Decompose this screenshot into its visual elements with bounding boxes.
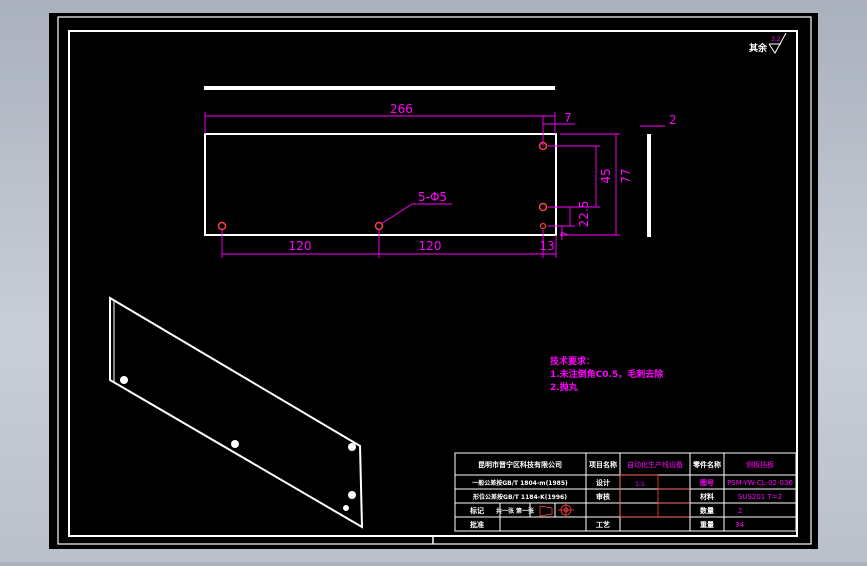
dim-height: 77 [619, 168, 633, 183]
roughness-label: 其余 [749, 42, 768, 54]
tb-sheet-label: 共一张 第一张 [496, 507, 535, 515]
tb-designer-label: 设计 [596, 478, 610, 487]
tb-weight-label: 重量 [700, 520, 714, 529]
mount-hole [539, 222, 547, 230]
dim-edge-bottom: 7 [560, 231, 571, 237]
note-line: 1.未注倒角C0.5，毛刺去除 [550, 368, 664, 380]
tb-std1: 一般公差按GB/T 1804-m(1985) [472, 479, 568, 487]
tb-scale-value: 1:1 [635, 481, 645, 488]
dimension-texts: 266 7 2 45 77 22.5 7 120 120 13 5-Φ5 [289, 102, 677, 253]
note-line: 2.抛丸 [550, 381, 579, 393]
iso-hole [348, 443, 356, 451]
tb-std2: 形位公差按GB/T 1184-K(1996) [473, 493, 567, 501]
front-view [204, 133, 557, 236]
dim-length: 266 [390, 102, 413, 116]
tb-mark-label: 标记 [469, 506, 484, 515]
top-view-plate [204, 86, 555, 90]
tb-name-value: 侧板挡板 [746, 460, 774, 469]
mount-hole [374, 221, 384, 231]
note-heading: 技术要求： [550, 355, 595, 367]
tb-qty-value: 2 [738, 507, 742, 515]
dim-holes-callout: 5-Φ5 [418, 190, 447, 204]
tb-checker-label: 审核 [596, 492, 610, 501]
tb-name-label: 零件名称 [692, 460, 721, 469]
dim-hole-spacing: 45 [599, 168, 613, 183]
dim-span-right: 13 [539, 239, 554, 253]
tb-project-label: 项目名称 [589, 460, 617, 469]
sheet-outer-border [57, 16, 812, 545]
tb-weight-value: 34 [735, 521, 744, 529]
tb-approve-label: 批准 [470, 520, 484, 529]
tb-material-value: SUS201 T=2 [738, 493, 782, 501]
tb-drawing-no-value: PSM-YW-CL-02-036 [727, 479, 793, 487]
dimension-lines [204, 112, 665, 258]
tb-project-value: 自动化生产线设备 [627, 460, 683, 469]
dim-edge-offset: 7 [564, 111, 572, 125]
tb-drawing-no-label: 图号 [700, 478, 714, 487]
iso-hole [231, 440, 239, 448]
iso-hole [348, 491, 356, 499]
dim-span-left: 120 [289, 239, 312, 253]
mount-hole [538, 202, 548, 212]
iso-hole [343, 505, 349, 511]
roughness-value: 3.2 [771, 36, 781, 43]
dim-hole-bottom: 22.5 [577, 201, 591, 228]
tb-material-label: 材料 [699, 492, 714, 501]
technical-notes: 技术要求： 1.未注倒角C0.5，毛刺去除 2.抛丸 [550, 355, 664, 393]
tb-process-label: 工艺 [596, 520, 610, 529]
tb-company: 昆明市晋宁区科技有限公司 [478, 460, 562, 469]
surface-roughness-symbol: 其余 3.2 [749, 32, 787, 54]
mount-hole [217, 221, 227, 231]
plate-outline [204, 133, 557, 236]
dim-thickness: 2 [669, 113, 677, 127]
dim-span-mid: 120 [419, 239, 442, 253]
tb-qty-label: 数量 [700, 506, 714, 515]
projection-symbol [539, 503, 574, 517]
side-view-plate [647, 134, 651, 237]
isometric-view [109, 296, 364, 529]
title-block: 昆明市晋宁区科技有限公司 一般公差按GB/T 1804-m(1985) 形位公差… [454, 452, 797, 532]
iso-hole [120, 376, 128, 384]
